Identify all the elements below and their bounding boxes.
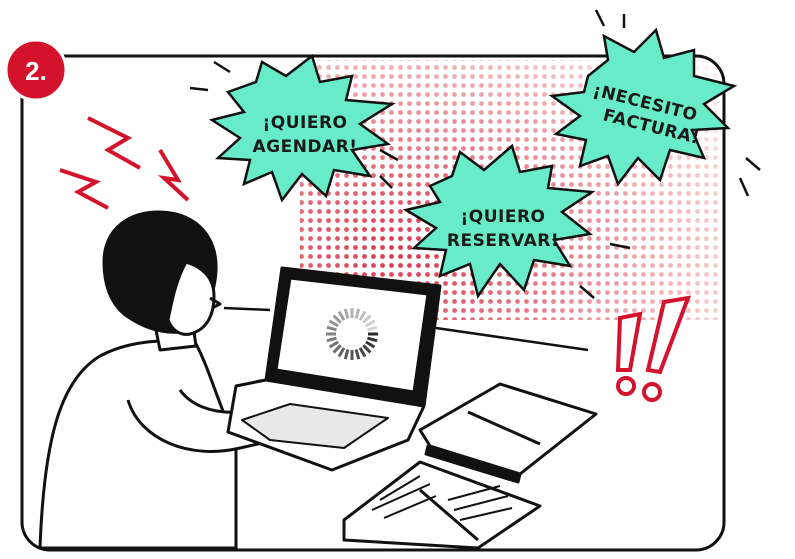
stress-zigzag-icon <box>59 116 190 210</box>
step-number: 2. <box>25 56 47 86</box>
spinner-tick <box>365 340 376 349</box>
speech-bubble-reservar: ¡QUIERO RESERVAR! <box>379 143 631 299</box>
exclamation-icon <box>615 295 692 402</box>
spinner-tick <box>354 349 361 360</box>
spinner-tick <box>326 325 337 332</box>
bubble-agendar-line1: ¡QUIERO <box>263 113 348 133</box>
book-open-bottom <box>342 460 542 550</box>
spinner-tick <box>354 308 361 319</box>
spinner-tick <box>358 310 367 321</box>
spinner-tick <box>367 325 378 332</box>
spinner-tick <box>365 319 376 328</box>
bubble-agendar-line2: AGENDAR! <box>252 137 357 157</box>
spinner-tick <box>367 336 378 343</box>
desk-edge <box>223 306 589 352</box>
spinner-tick <box>326 336 337 343</box>
loading-spinner-icon <box>326 308 378 360</box>
speech-bubble-agendar: ¡QUIERO AGENDAR! <box>189 53 396 203</box>
step-badge: 2. <box>4 38 68 102</box>
spinner-tick <box>343 349 350 360</box>
spinner-tick <box>337 310 346 321</box>
spinner-tick <box>332 344 342 354</box>
bubble-reservar-line2: RESERVAR! <box>447 231 559 251</box>
spinner-tick <box>337 347 346 358</box>
spinner-tick <box>328 319 339 328</box>
spinner-tick <box>362 344 372 354</box>
spinner-tick <box>358 347 367 358</box>
laptop <box>226 266 442 472</box>
spinner-tick <box>362 314 372 324</box>
spinner-tick <box>332 314 342 324</box>
spinner-tick <box>328 340 339 349</box>
speech-bubble-factura: ¡NECESITO FACTURA! <box>548 9 761 197</box>
spinner-tick <box>343 308 350 319</box>
bubble-reservar-line1: ¡QUIERO <box>461 207 546 227</box>
book-open-right <box>418 382 598 484</box>
